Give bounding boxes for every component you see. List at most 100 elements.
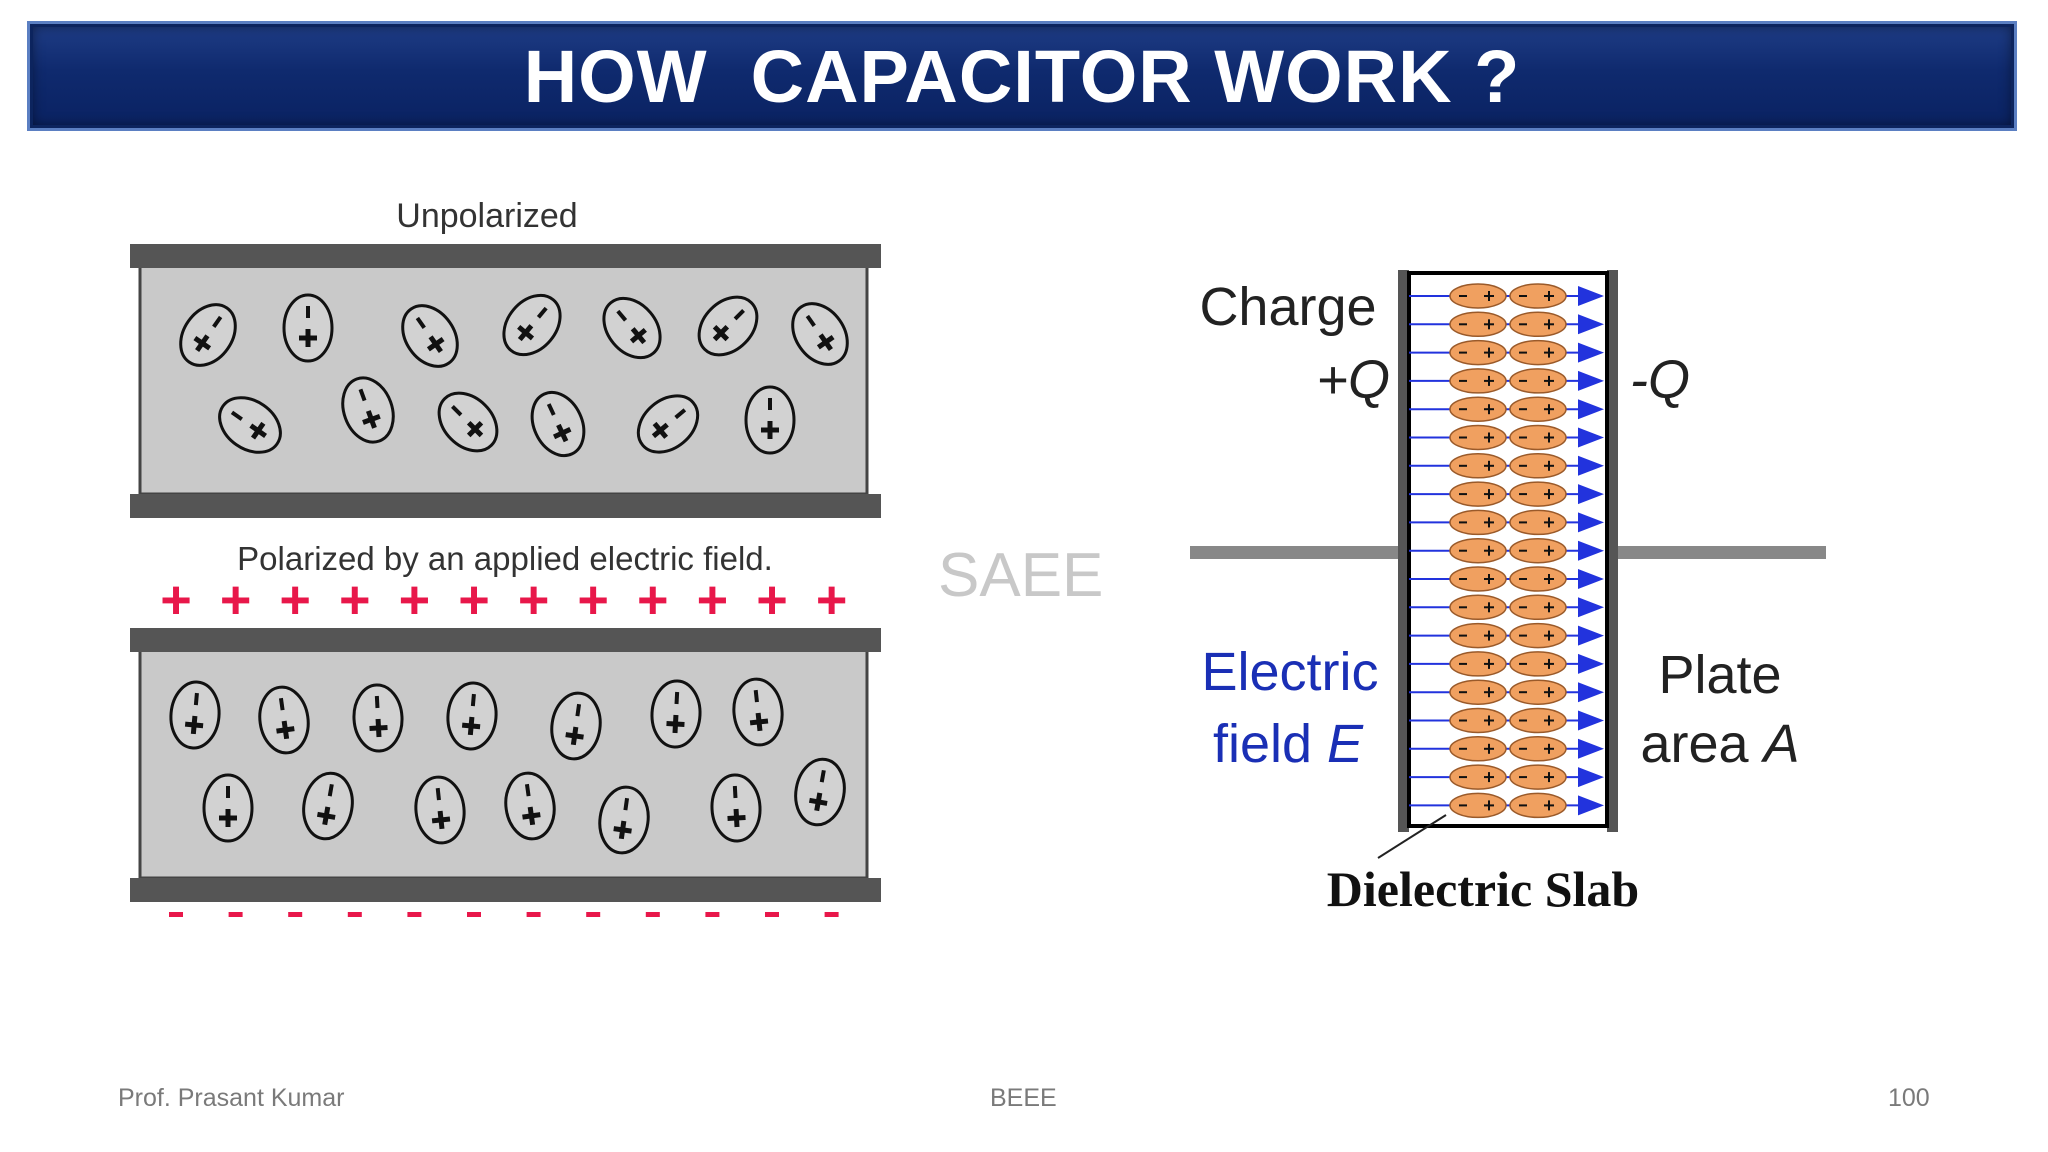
slab-dipole [1449, 622, 1507, 649]
dipole-unpolarized [530, 390, 586, 458]
negative-sign [407, 912, 422, 917]
slab-dipole [1509, 594, 1567, 621]
dipole-unpolarized [179, 303, 237, 367]
dipole-polarized [504, 771, 556, 841]
charge-label: Charge [1199, 277, 1376, 337]
positive-sign: + [220, 570, 252, 630]
field-arrowhead [1578, 710, 1604, 731]
negative-sign-row [169, 912, 839, 917]
positive-sign: + [518, 570, 550, 630]
dipole-polarized [302, 771, 354, 841]
positive-sign: + [637, 570, 669, 630]
slab-dipole [1509, 339, 1567, 366]
dipole-unpolarized [744, 385, 796, 455]
slab-dipole [1509, 736, 1567, 762]
field-arrowhead [1578, 512, 1604, 533]
slab-dipole [1509, 453, 1567, 479]
dipole-polarized [598, 785, 650, 855]
negative-sign [169, 912, 183, 917]
plate-area-label-line2: area A [1640, 714, 1799, 774]
dipole-polarized [202, 773, 254, 843]
negative-sign [467, 912, 481, 917]
right-figure: Charge +Q -Q Electric field E Plate area… [1128, 240, 1876, 930]
slab-dipole [1449, 736, 1507, 762]
dielectric-slab-label: Dielectric Slab [1327, 861, 1639, 917]
slab-dipole [1449, 453, 1507, 479]
slab-dipole [1449, 509, 1507, 536]
negative-sign [526, 912, 541, 917]
dipole-unpolarized [341, 376, 395, 444]
slab-dipole [1509, 679, 1567, 705]
footer-author: Prof. Prasant Kumar [118, 1084, 345, 1112]
field-prefix: field [1213, 714, 1327, 774]
dipole-polarized [732, 677, 784, 747]
dipole-polarized [710, 773, 762, 843]
top-plate-lower [130, 494, 881, 518]
slab-dipole [1509, 368, 1567, 394]
slab-dipole [1509, 764, 1567, 790]
slab-dipole [1449, 283, 1507, 309]
negative-sign [228, 912, 243, 917]
dipole-unpolarized [697, 295, 759, 357]
slab-dipoles-and-field [1409, 283, 1604, 819]
positive-sign: + [458, 570, 490, 630]
slab-dipole [1509, 537, 1567, 564]
slab-pointer-line [1377, 814, 1447, 859]
dipole-polarized [794, 757, 846, 827]
field-arrowhead [1578, 625, 1604, 646]
top-dielectric [138, 264, 869, 496]
positive-sign: + [697, 570, 729, 630]
dipole-unpolarized [282, 293, 334, 363]
slab-dipole [1509, 283, 1567, 309]
dipole-polarized [258, 685, 310, 755]
field-arrowhead [1578, 370, 1604, 391]
right-plate [1607, 270, 1618, 832]
bottom-plate-lower [130, 878, 881, 902]
footer-course: BEEE [990, 1084, 1057, 1112]
slab-dipole [1509, 707, 1567, 734]
positive-charge-label: +Q [1316, 350, 1390, 410]
field-arrowhead [1578, 767, 1604, 788]
dipole-polarized [352, 683, 404, 753]
slab-dipole [1449, 566, 1507, 592]
watermark: SAEE [938, 541, 1104, 610]
dipole-polarized [169, 680, 221, 750]
field-arrowhead [1578, 399, 1604, 420]
field-arrowhead [1578, 569, 1604, 589]
electric-field-label-line2: field E [1213, 714, 1364, 774]
positive-sign: + [399, 570, 431, 630]
slab-dipole [1449, 792, 1507, 819]
negative-sign [705, 912, 720, 917]
positive-sign: + [160, 570, 192, 630]
bottom-plate-upper [130, 628, 881, 652]
polarized-label: Polarized by an applied electric field. [237, 540, 773, 577]
field-arrowhead [1578, 342, 1604, 363]
negative-sign [347, 912, 362, 917]
slab-dipole [1449, 537, 1507, 564]
dielectric-slab [1407, 271, 1609, 828]
dipole-unpolarized [602, 296, 662, 360]
slab-dipole [1509, 311, 1567, 338]
unpolarized-label: Unpolarized [396, 197, 577, 235]
slab-dipole [1509, 792, 1567, 819]
slide-title: HOW CAPACITOR WORK ? [523, 34, 1521, 118]
dipole-unpolarized [401, 304, 459, 368]
slab-dipole [1449, 481, 1507, 507]
negative-sign [645, 912, 660, 917]
plate-symbol: A [1761, 714, 1800, 774]
slab-dipole [1509, 651, 1567, 677]
field-arrowhead [1578, 455, 1604, 476]
dipole-unpolarized [791, 302, 849, 366]
positive-sign: + [577, 570, 609, 630]
electric-field-label-line1: Electric [1201, 642, 1378, 702]
dipole-unpolarized [502, 293, 562, 357]
slab-dipole [1449, 679, 1507, 705]
field-arrowhead [1578, 484, 1604, 505]
top-plate-upper [130, 244, 881, 268]
negative-sign [824, 912, 839, 917]
field-arrowhead [1578, 682, 1604, 703]
field-arrowhead [1578, 314, 1604, 335]
slab-dipole [1509, 481, 1567, 507]
negative-charge-label: -Q [1630, 350, 1690, 410]
